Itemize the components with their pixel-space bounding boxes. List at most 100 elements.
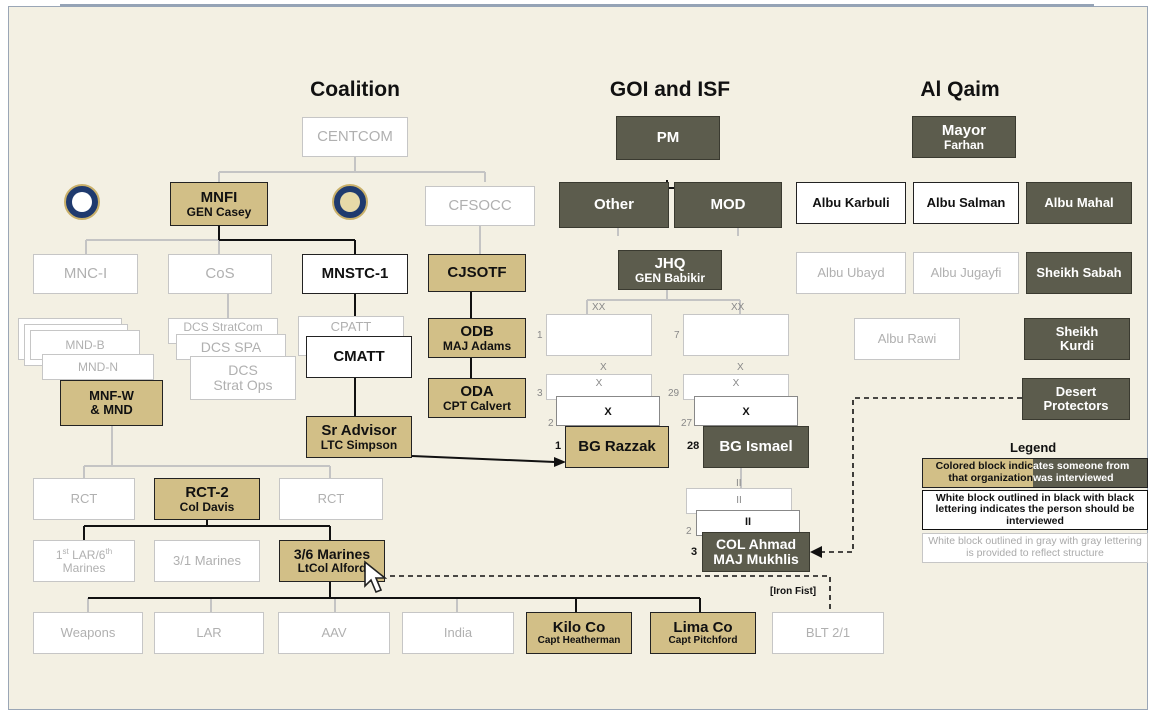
razzak-label: BG Razzak [578, 438, 656, 456]
desert-label-2: Protectors [1043, 398, 1109, 413]
weapons-label: Weapons [60, 625, 116, 641]
kilo-label: Kilo Co [552, 618, 606, 636]
jugayfi-label: Albu Jugayfi [930, 265, 1002, 281]
lar-6th-label-2: Marines [62, 560, 106, 575]
rct2-person: Col Davis [179, 499, 235, 514]
mnfw-label: MNF-W [89, 388, 134, 404]
odb-person: MAJ Adams [442, 338, 512, 353]
box-division-1 [546, 314, 652, 356]
sr-advisor-person: LTC Simpson [320, 437, 398, 452]
legend-tan-text-2: that organization [948, 472, 1033, 484]
box-rct-right: RCT [279, 478, 383, 520]
heading-coalition: Coalition [310, 78, 400, 101]
legend-tan-text: Colored block indic [935, 460, 1033, 473]
box-pm: PM [616, 116, 720, 160]
lar-sup-st: st [62, 546, 69, 556]
state-dept-seal-icon [332, 184, 368, 220]
box-albu-salman: Albu Salman [913, 182, 1019, 224]
box-sheikh-sabah: Sheikh Sabah [1026, 252, 1132, 294]
x-label-f: X [742, 406, 750, 418]
brigade-29-number: 29 [668, 388, 680, 399]
mahal-label: Albu Mahal [1044, 195, 1114, 211]
lar-text: LAR/6 [68, 547, 106, 562]
mnci-label: MNC-I [63, 265, 108, 283]
ismael-number: 28 [687, 440, 700, 452]
box-india: India [402, 612, 514, 654]
box-cmatt: CMATT [306, 336, 412, 378]
box-other: Other [559, 182, 669, 228]
rct-left-label: RCT [70, 491, 98, 507]
ii-label-c: II [744, 516, 752, 529]
mnstc-label: MNSTC-1 [321, 265, 389, 283]
xx-left-label: XX [592, 302, 606, 313]
dcs-spa-label: DCS SPA [200, 338, 262, 355]
dashed-arrow-head [810, 546, 822, 558]
box-mnstc-1: MNSTC-1 [302, 254, 408, 294]
mnfi-person: GEN Casey [186, 204, 252, 219]
box-mnf-w: MNF-W& MND [60, 380, 163, 426]
marines31-label: 3/1 Marines [173, 553, 241, 569]
dcs-strat-ops-label-2: Strat Ops [213, 377, 273, 393]
heading-goi-isf: GOI and ISF [609, 78, 731, 101]
sabah-label: Sheikh Sabah [1036, 265, 1122, 281]
box-mnd-n: MND-N [42, 354, 154, 380]
legend-gray: White block outlined in gray with gray l… [922, 533, 1148, 563]
box-centcom: CENTCOM [302, 117, 408, 157]
iron-fist-label: [Iron Fist] [770, 586, 817, 597]
lima-person: Capt Pitchford [668, 634, 738, 646]
box-blt-2-1: BLT 2/1 [772, 612, 884, 654]
ahmad-number: 3 [691, 546, 698, 558]
box-weapons: Weapons [33, 612, 143, 654]
brigade-3-number: 3 [537, 388, 543, 399]
brigade-27-number: 27 [681, 418, 693, 429]
ahmad-label: COL Ahmad [715, 536, 797, 553]
box-aav: AAV [278, 612, 390, 654]
cmatt-label: CMATT [333, 348, 385, 366]
box-bg-ismael: BG Ismael [703, 426, 809, 468]
mayor-person: Farhan [943, 137, 984, 152]
legend-dark-text-2: was interviewed [1033, 472, 1114, 484]
div-7-number: 7 [674, 330, 680, 341]
box-cos: CoS [168, 254, 272, 294]
heading-al-qaim: Al Qaim [920, 78, 1000, 101]
box-bg-razzak: BG Razzak [565, 426, 669, 468]
jhq-person: GEN Babikir [634, 270, 706, 285]
lar-label: LAR [196, 625, 222, 641]
box-albu-rawi: Albu Rawi [854, 318, 960, 360]
cia-seal-icon [64, 184, 100, 220]
box-cjsotf: CJSOTF [428, 254, 526, 292]
kurdi-label-2: Kurdi [1060, 338, 1094, 353]
desert-label: Desert [1055, 384, 1097, 400]
razzak-number: 1 [555, 440, 562, 452]
mouse-pointer-icon [364, 560, 388, 594]
lima-label: Lima Co [673, 618, 733, 636]
cjsotf-label: CJSOTF [447, 264, 507, 282]
x-label-a: X [600, 362, 607, 373]
blt-label: BLT 2/1 [805, 625, 851, 641]
centcom-label: CENTCOM [317, 128, 393, 146]
oda-person: CPT Calvert [442, 398, 512, 413]
cpatt-label: CPATT [330, 319, 372, 334]
xx-right-label: XX [731, 302, 745, 313]
marines36-label: 3/6 Marines [293, 546, 371, 563]
battalion-2-number: 2 [686, 526, 692, 537]
ii-label-b: II [736, 494, 742, 506]
box-mod: MOD [674, 182, 782, 228]
kilo-person: Capt Heatherman [537, 634, 621, 646]
rct-right-label: RCT [317, 491, 345, 507]
legend-dark-text: ates someone from [1033, 460, 1130, 473]
pm-label: PM [656, 129, 680, 147]
aav-label: AAV [321, 625, 347, 641]
box-battalion-back: II [686, 488, 792, 514]
